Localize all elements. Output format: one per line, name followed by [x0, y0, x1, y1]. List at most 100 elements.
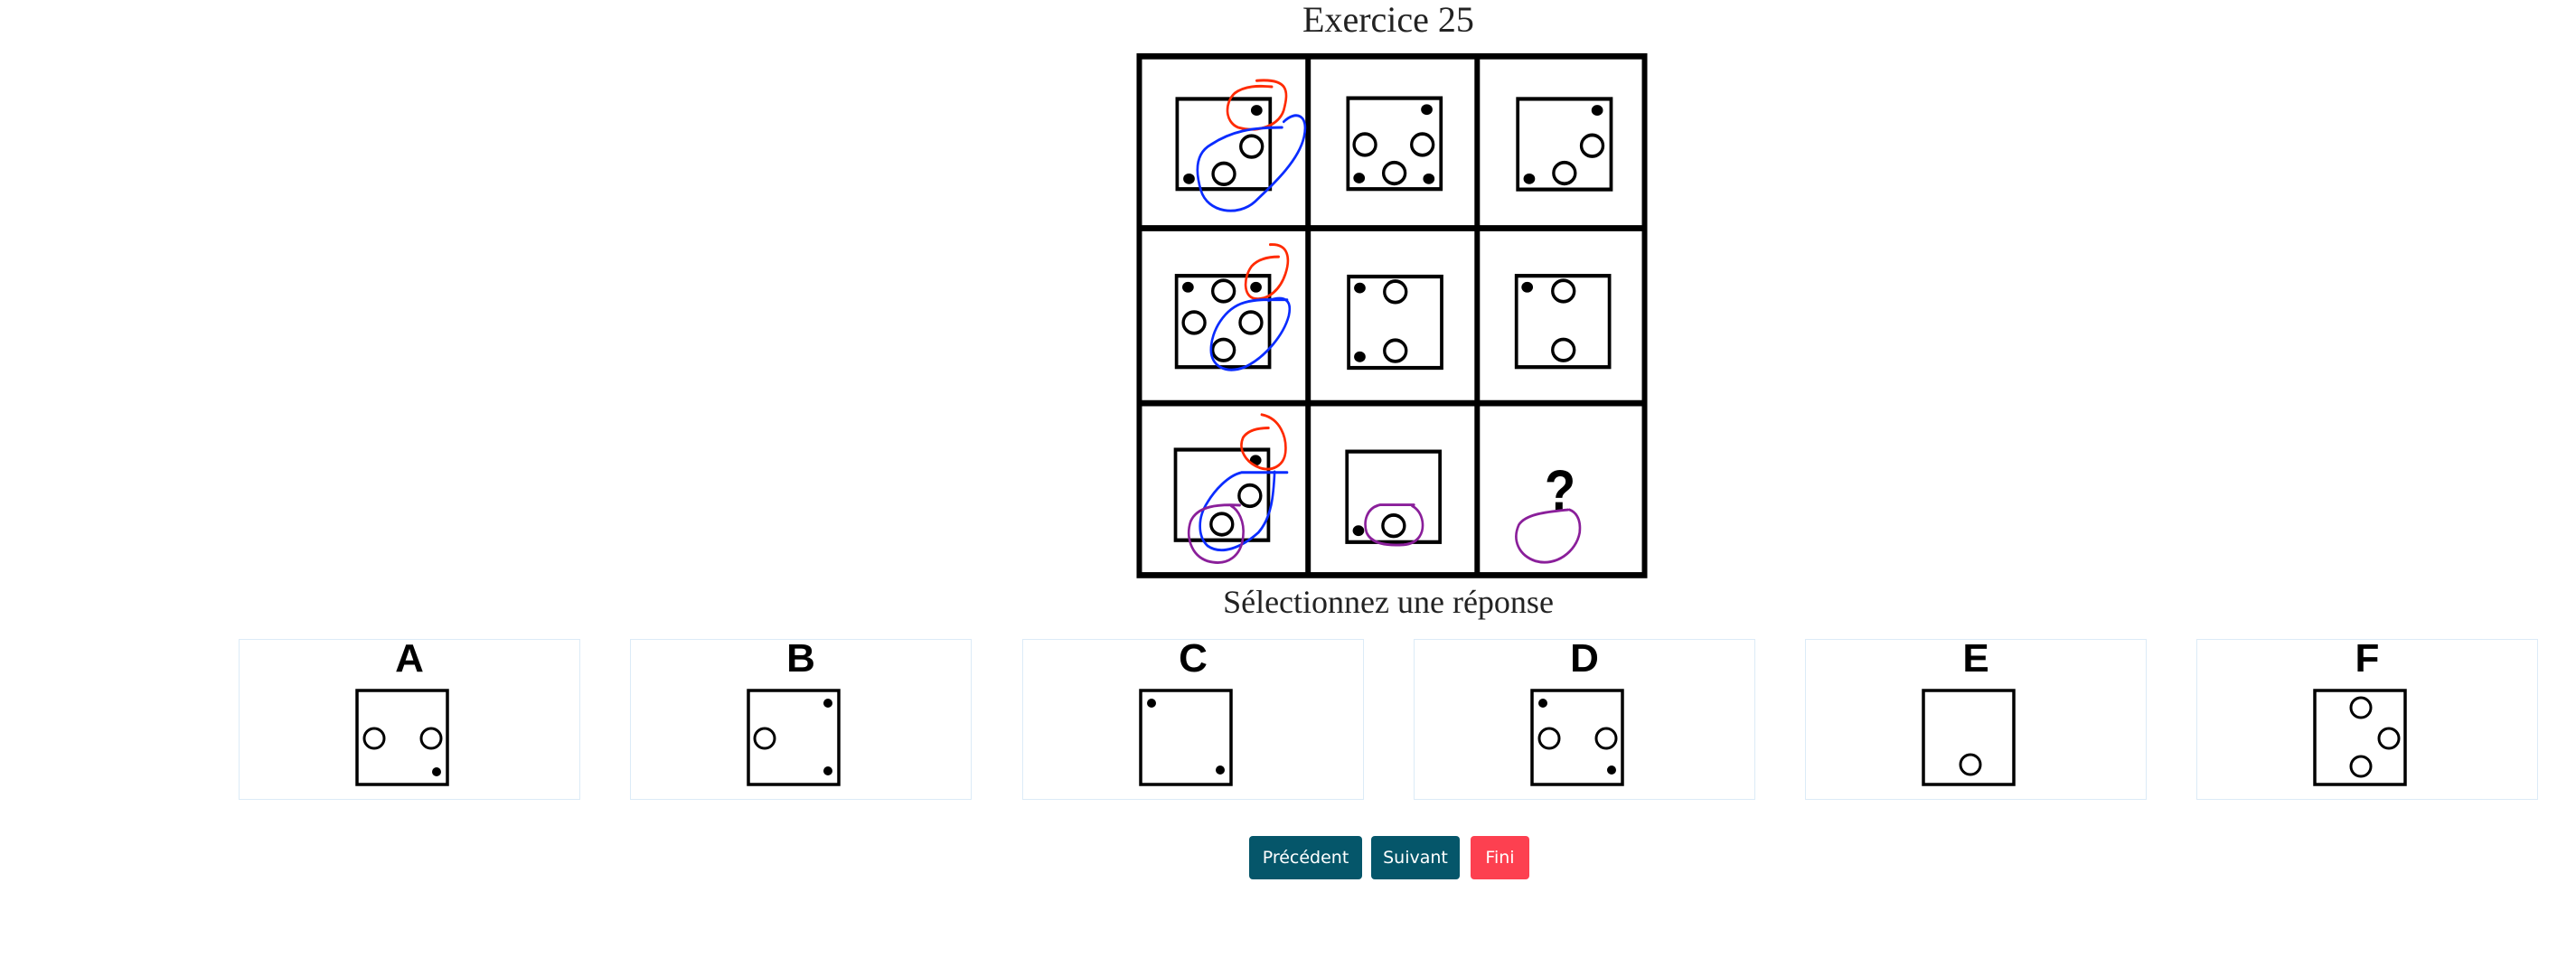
square-frame: [1346, 96, 1443, 192]
square-frame: [1530, 689, 1624, 786]
black-dot: [1523, 173, 1536, 184]
matrix-cell-figure: [1345, 449, 1443, 544]
black-dot: [432, 767, 441, 776]
option-a[interactable]: A: [239, 636, 580, 800]
white-circle: [1210, 337, 1236, 362]
next-button[interactable]: Suivant: [1371, 836, 1460, 879]
square-frame: [355, 689, 449, 786]
black-dot: [823, 766, 832, 775]
option-figure: [747, 689, 841, 786]
black-dot: [1183, 173, 1195, 184]
finish-button[interactable]: Fini: [1471, 836, 1529, 879]
black-dot: [1182, 281, 1194, 293]
option-b[interactable]: B: [630, 636, 972, 800]
matrix-cell-figure: [1174, 274, 1272, 370]
square-frame: [1139, 689, 1233, 786]
option-figure: [1139, 689, 1233, 786]
black-dot: [1591, 105, 1603, 116]
matrix-cell-figure: [1347, 274, 1443, 371]
square-frame: [1514, 274, 1612, 370]
option-letter: C: [1179, 636, 1208, 681]
white-circle: [1209, 512, 1235, 537]
white-circle: [1381, 160, 1407, 186]
square-frame: [1347, 274, 1443, 371]
matrix-cell-figure: [1173, 447, 1271, 542]
white-circle: [362, 727, 386, 750]
black-dot: [1352, 525, 1365, 537]
option-c[interactable]: C: [1022, 636, 1364, 800]
white-circle: [1181, 310, 1207, 335]
option-figure: [1922, 689, 2016, 786]
previous-button[interactable]: Précédent: [1249, 836, 1362, 879]
annotation-red-loop: [1226, 79, 1288, 131]
white-circle: [1383, 279, 1408, 305]
option-d[interactable]: D: [1414, 636, 1755, 800]
white-circle: [1352, 132, 1377, 157]
annotation-purple-loop: [1364, 503, 1424, 547]
option-figure: [1530, 689, 1624, 786]
black-dot: [1521, 281, 1534, 293]
white-circle: [419, 727, 443, 750]
option-letter: D: [1570, 636, 1599, 681]
black-dot: [1147, 699, 1156, 708]
black-dot: [1250, 105, 1263, 116]
annotation-red-loop: [1240, 413, 1287, 471]
white-circle: [1381, 513, 1406, 539]
black-dot: [1538, 699, 1547, 708]
annotation-blue-loop: [1196, 114, 1307, 212]
exercise-title: Exercice 25: [1302, 0, 1474, 40]
square-frame: [1922, 689, 2016, 786]
black-dot: [1250, 281, 1262, 293]
matrix-cell-figure: [1346, 96, 1443, 192]
matrix-border: [1136, 52, 1648, 578]
option-figure: [2313, 689, 2407, 786]
annotation-purple-loop: [1515, 508, 1582, 564]
white-circle: [2377, 727, 2401, 750]
option-letter: A: [395, 636, 424, 681]
white-circle: [2349, 696, 2373, 719]
white-circle: [1594, 727, 1618, 750]
white-circle: [1239, 134, 1264, 159]
white-circle: [1238, 310, 1264, 335]
white-circle: [2349, 755, 2373, 778]
black-dot: [823, 699, 832, 708]
annotation-red-loop: [1244, 243, 1290, 301]
annotation-blue-loop: [1199, 470, 1289, 552]
black-dot: [1423, 173, 1435, 184]
matrix-cell-figure: [1516, 97, 1613, 192]
white-circle: [1551, 337, 1576, 362]
option-f[interactable]: F: [2196, 636, 2538, 800]
white-circle: [753, 727, 776, 750]
white-circle: [1211, 161, 1236, 187]
option-figure: [355, 689, 449, 786]
instruction-text: Sélectionnez une réponse: [1223, 584, 1554, 620]
square-frame: [1516, 97, 1613, 192]
option-letter: B: [786, 636, 815, 681]
white-circle: [1410, 132, 1435, 157]
black-dot: [1354, 282, 1366, 294]
white-circle: [1579, 133, 1605, 158]
black-dot: [1354, 351, 1366, 362]
white-circle: [1383, 338, 1408, 363]
matrix-cell-figure: [1175, 97, 1273, 192]
black-dot: [1421, 104, 1433, 116]
square-frame: [1175, 97, 1273, 192]
option-letter: E: [1962, 636, 1989, 681]
option-e[interactable]: E: [1805, 636, 2147, 800]
square-frame: [1173, 447, 1271, 542]
white-circle: [1959, 753, 1982, 776]
square-frame: [2313, 689, 2407, 786]
square-frame: [1345, 449, 1443, 544]
white-circle: [1210, 278, 1236, 304]
white-circle: [1237, 483, 1263, 509]
puzzle-matrix: ?: [1136, 52, 1648, 578]
matrix-cell-figure: [1514, 274, 1612, 370]
white-circle: [1537, 727, 1561, 750]
black-dot: [1607, 765, 1616, 775]
annotation-blue-loop: [1209, 296, 1292, 371]
white-circle: [1551, 278, 1576, 304]
option-letter: F: [2355, 636, 2380, 681]
white-circle: [1552, 160, 1577, 186]
black-dot: [1353, 173, 1366, 183]
black-dot: [1216, 765, 1225, 775]
